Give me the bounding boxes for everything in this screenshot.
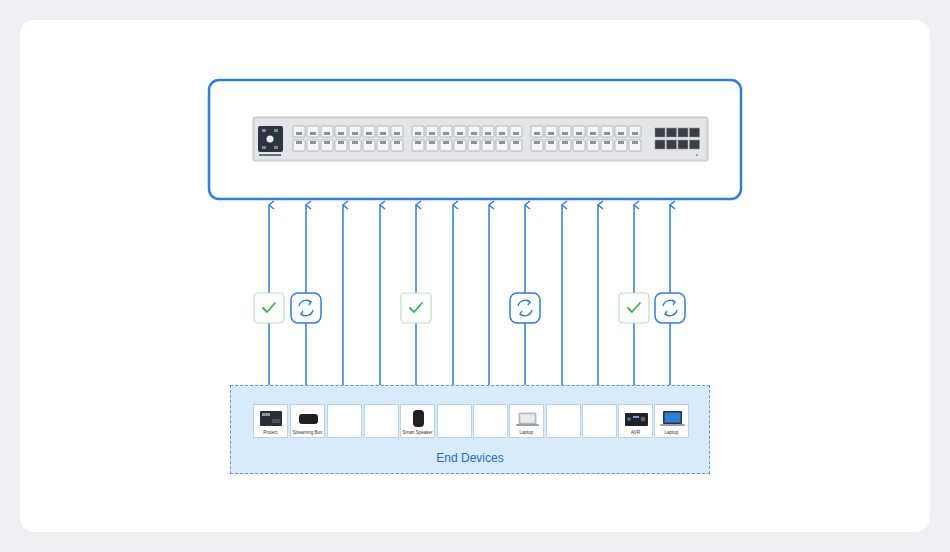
link-arrow [597, 205, 599, 403]
device-box: Streaming Box [290, 404, 325, 438]
empty-slot [582, 404, 617, 438]
device-icon [291, 405, 326, 431]
device-icon [619, 405, 654, 431]
device-box: AVR [618, 404, 653, 438]
link-arrows [269, 205, 670, 403]
device-icon [510, 405, 545, 431]
device-label: Smart Speaker [401, 430, 434, 435]
device-icon [401, 405, 436, 431]
link-arrow [452, 205, 454, 403]
device-box: Laptop [509, 404, 544, 438]
device-box: Laptop [654, 404, 689, 438]
device-icon [655, 405, 690, 431]
device-box: Protect [253, 404, 288, 438]
device-box: Smart Speaker [400, 404, 435, 438]
device-label: Laptop [510, 430, 543, 435]
empty-slot [473, 404, 508, 438]
switch-illustration [253, 117, 708, 161]
check-icon [254, 293, 284, 323]
link-arrow [379, 205, 381, 403]
empty-slot [437, 404, 472, 438]
link-arrow [342, 205, 344, 403]
switch-frame [209, 80, 741, 199]
status-icons [254, 293, 685, 323]
group-title: End Devices [436, 451, 503, 465]
link-arrow [561, 205, 563, 403]
device-group: End Devices Protect Streaming Box Smart Spe… [230, 385, 710, 474]
check-icon [401, 293, 431, 323]
empty-slot [327, 404, 362, 438]
device-label: AVR [619, 430, 652, 435]
device-icon [254, 405, 289, 431]
empty-slot [364, 404, 399, 438]
sync-icon [291, 293, 321, 323]
sync-icon [655, 293, 685, 323]
sync-icon [510, 293, 540, 323]
device-label: Laptop [655, 430, 688, 435]
empty-slot [546, 404, 581, 438]
device-label: Protect [254, 430, 287, 435]
check-icon [619, 293, 649, 323]
link-arrow [488, 205, 490, 403]
device-label: Streaming Box [291, 430, 324, 435]
